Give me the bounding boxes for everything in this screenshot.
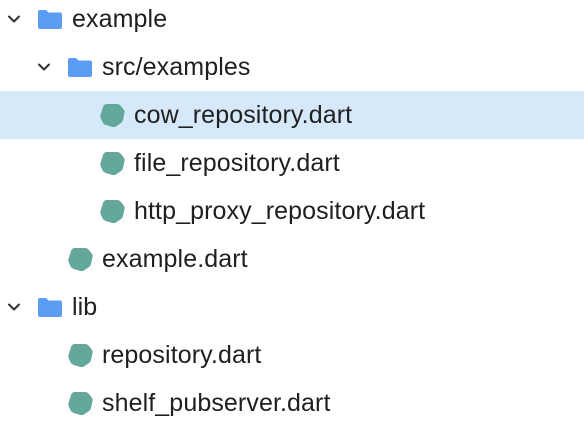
dart-file-icon	[66, 245, 94, 273]
chevron-down-icon[interactable]	[6, 299, 22, 315]
tree-item-cow-repository[interactable]: cow_repository.dart	[0, 91, 584, 139]
chevron-down-icon[interactable]	[6, 11, 22, 27]
tree-item-file-repository[interactable]: file_repository.dart	[0, 139, 584, 187]
tree-item-label: cow_repository.dart	[134, 101, 353, 129]
folder-icon	[36, 293, 64, 321]
dart-file-icon	[98, 149, 126, 177]
folder-icon	[66, 53, 94, 81]
dart-file-icon	[66, 341, 94, 369]
tree-item-label: example.dart	[102, 245, 248, 273]
tree-item-lib[interactable]: lib	[0, 283, 584, 331]
tree-item-example-dart[interactable]: example.dart	[0, 235, 584, 283]
tree-item-http-proxy-repository[interactable]: http_proxy_repository.dart	[0, 187, 584, 235]
tree-item-label: lib	[72, 293, 98, 321]
tree-item-label: file_repository.dart	[134, 149, 340, 177]
tree-item-label: repository.dart	[102, 341, 262, 369]
tree-item-example[interactable]: example	[0, 0, 584, 43]
tree-item-label: example	[72, 5, 168, 33]
tree-item-shelf-pubserver-dart[interactable]: shelf_pubserver.dart	[0, 379, 584, 427]
dart-file-icon	[98, 197, 126, 225]
tree-item-label: http_proxy_repository.dart	[134, 197, 426, 225]
tree-item-label: shelf_pubserver.dart	[102, 389, 331, 417]
tree-item-repository-dart[interactable]: repository.dart	[0, 331, 584, 379]
tree-item-label: src/examples	[102, 53, 251, 81]
folder-icon	[36, 5, 64, 33]
tree-item-src-examples[interactable]: src/examples	[0, 43, 584, 91]
chevron-down-icon[interactable]	[36, 59, 52, 75]
dart-file-icon	[66, 389, 94, 417]
dart-file-icon	[98, 101, 126, 129]
